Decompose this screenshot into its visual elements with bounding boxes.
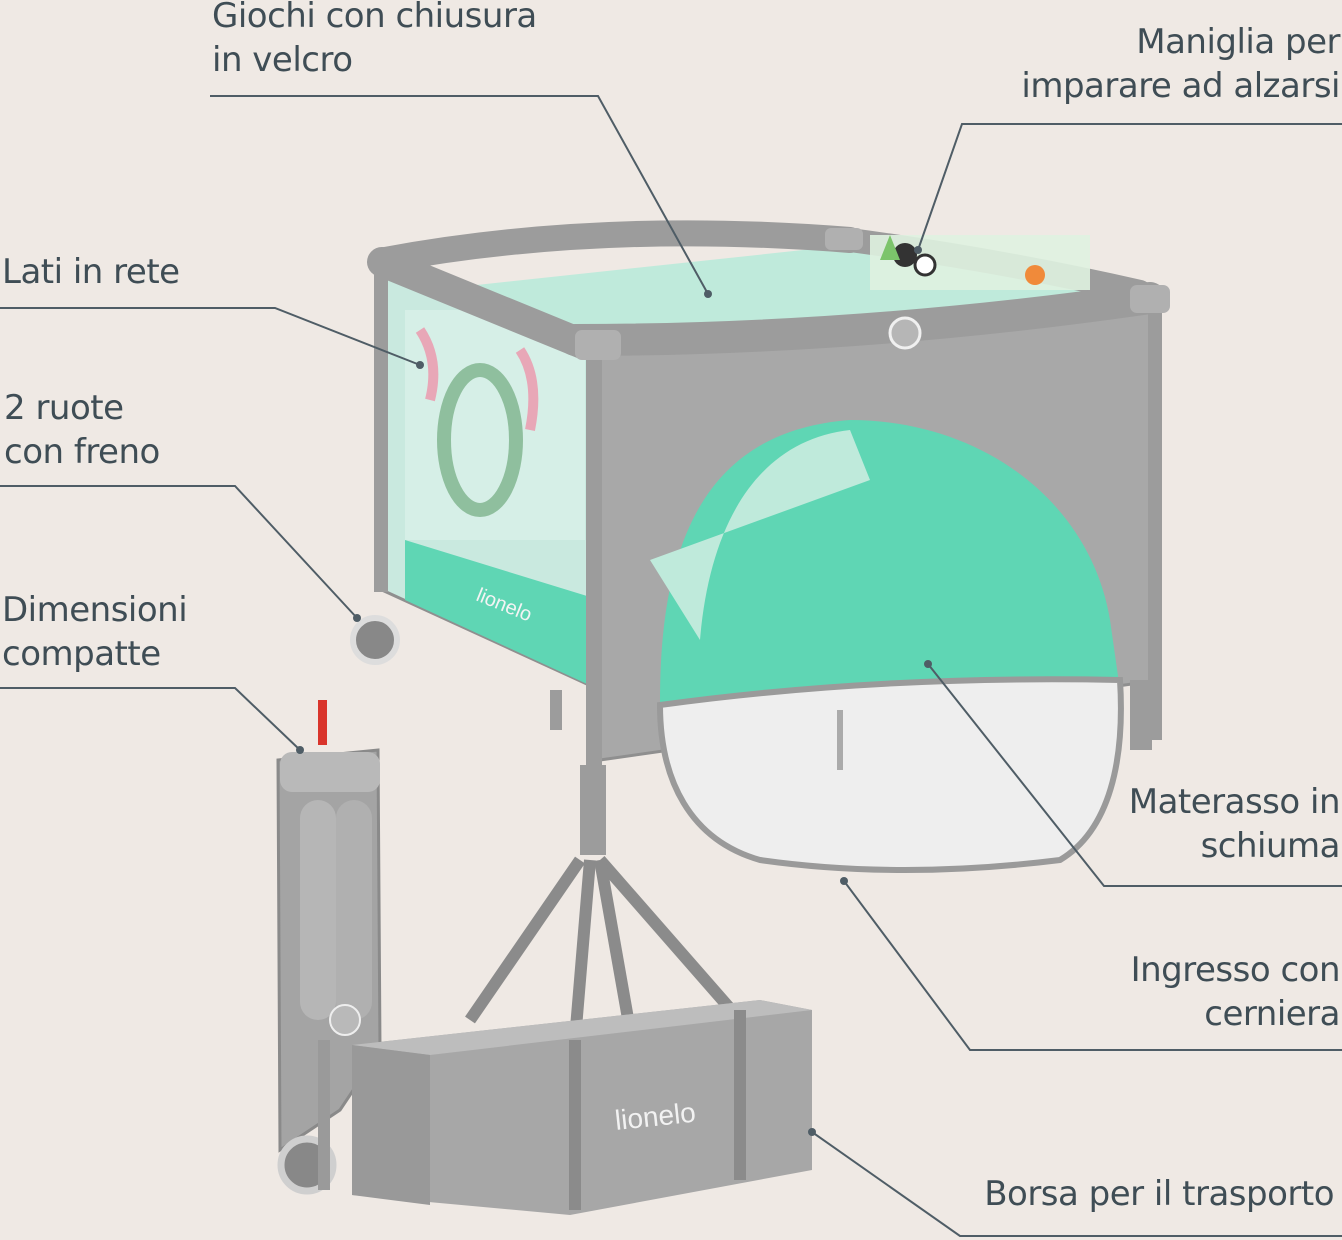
label-lati-line1: Lati in rete (2, 252, 180, 292)
label-materasso: Materasso in schiuma (1128, 780, 1341, 868)
label-borsa: Borsa per il trasporto (984, 1172, 1334, 1216)
label-giochi: Giochi con chiusura in velcro (212, 0, 537, 82)
maniglia-leader (917, 123, 1342, 251)
playpen: lionelo (350, 220, 1170, 873)
label-materasso-line2: schiuma (1200, 826, 1341, 866)
dimensioni-leader (0, 687, 301, 751)
label-ingresso: Ingresso con cerniera (1130, 948, 1341, 1036)
label-lati: Lati in rete (2, 250, 180, 294)
label-ruote: 2 ruote con freno (4, 386, 160, 474)
label-dimensioni: Dimensioni compatte (2, 588, 188, 676)
ruote-leader (0, 485, 358, 619)
lati-leader (0, 307, 421, 366)
materasso-leader (927, 663, 1342, 887)
label-ingresso-line2: cerniera (1204, 994, 1340, 1034)
label-ingresso-line1: Ingresso con (1130, 950, 1341, 990)
label-maniglia-line2: imparare ad alzarsi (1021, 66, 1340, 106)
label-ruote-line1: 2 ruote (4, 388, 124, 428)
callout-lines (0, 95, 1342, 1237)
giochi-leader (210, 95, 709, 295)
label-maniglia: Maniglia per imparare ad alzarsi (1021, 20, 1340, 108)
ingresso-leader (843, 880, 1342, 1051)
label-giochi-line1: Giochi con chiusura (212, 0, 537, 36)
borsa-leader (811, 1131, 1342, 1237)
label-dimensioni-line1: Dimensioni (2, 590, 188, 630)
label-maniglia-line1: Maniglia per (1136, 22, 1340, 62)
label-giochi-line2: in velcro (212, 40, 353, 80)
folded-playpen (276, 700, 382, 1195)
carry-bag: lionelo (352, 856, 812, 1215)
label-dimensioni-line2: compatte (2, 634, 161, 674)
label-materasso-line1: Materasso in (1128, 782, 1341, 822)
label-ruote-line2: con freno (4, 432, 160, 472)
label-borsa-line1: Borsa per il trasporto (984, 1174, 1334, 1214)
